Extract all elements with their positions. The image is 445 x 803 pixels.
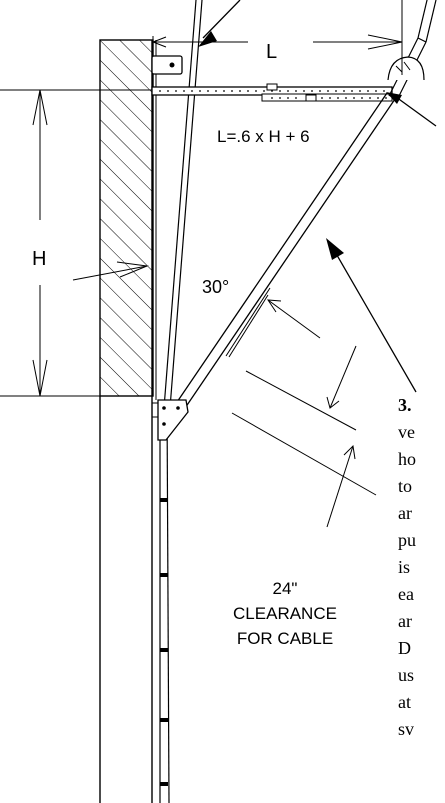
step-text-line: sv xyxy=(398,719,414,739)
step-text-line: ho xyxy=(398,449,416,469)
step-text-line: at xyxy=(398,692,411,712)
clearance-cable-label: FOR CABLE xyxy=(237,629,333,648)
step-text-line: pu xyxy=(398,530,416,550)
step-text-line: ar xyxy=(398,611,412,631)
vertical-brace xyxy=(163,0,203,409)
step-text-line: ea xyxy=(398,584,414,604)
step-text-line: ve xyxy=(398,422,415,442)
step-text-line: us xyxy=(398,665,414,685)
formula-label: L=.6 x H + 6 xyxy=(217,127,310,146)
clearance-dimension xyxy=(231,345,377,528)
step-text: 3. ve ho to ar pu is ea ar D us at sv xyxy=(398,395,416,739)
perforations xyxy=(159,90,387,99)
step-text-line: is xyxy=(398,557,410,577)
wall-section xyxy=(99,39,154,803)
step-number: 3. xyxy=(398,395,412,415)
height-dimension xyxy=(0,89,152,397)
brace-leader-arrow xyxy=(267,299,321,339)
length-dimension xyxy=(151,0,403,75)
top-bracket xyxy=(151,55,183,75)
wall-leader-arrow xyxy=(72,261,149,281)
top-leader-arrows xyxy=(198,0,437,127)
height-label: H xyxy=(32,248,46,270)
step-leader-arrow xyxy=(326,238,417,393)
diagonal-brace xyxy=(172,92,396,415)
clearance-size: 24" xyxy=(273,579,298,598)
angle-label: 30° xyxy=(202,277,229,297)
pulley xyxy=(387,56,425,81)
length-label: L xyxy=(266,41,277,63)
step-text-line: D xyxy=(398,638,411,658)
step-text-line: to xyxy=(398,476,412,496)
track-bolt-holes xyxy=(160,433,168,786)
vertical-track xyxy=(151,40,175,803)
step-text-line: ar xyxy=(398,503,412,523)
clearance-label: CLEARANCE xyxy=(233,604,337,623)
upper-right-member xyxy=(388,0,437,101)
gusset-plate xyxy=(157,399,189,441)
